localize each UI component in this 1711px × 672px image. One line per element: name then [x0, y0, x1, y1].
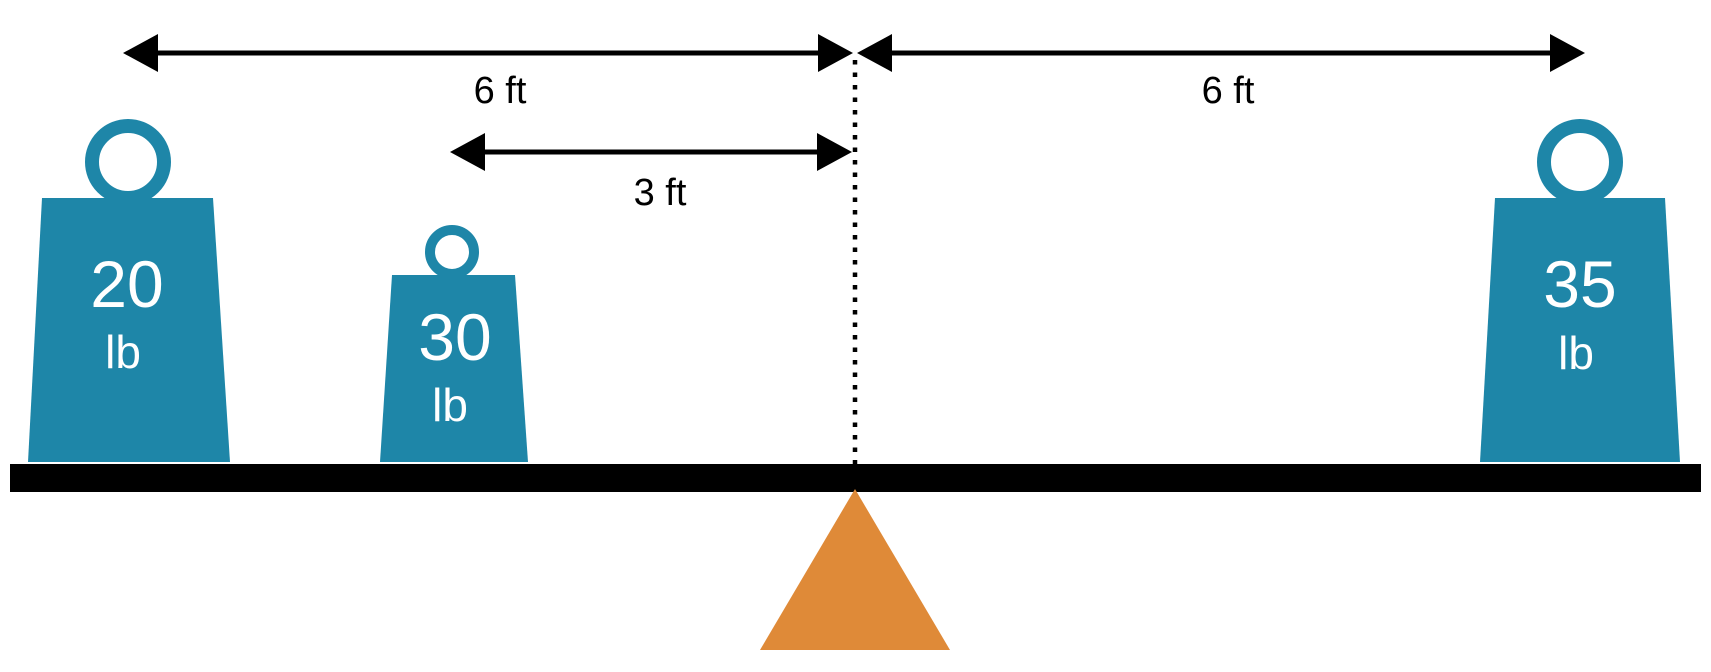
right-span-label: 6 ft: [1202, 70, 1255, 112]
mid-span-arrow: 3 ft: [450, 133, 852, 214]
weight-value-label: 35: [1543, 247, 1616, 321]
weight-ring-icon: [1537, 119, 1623, 205]
weight-20lb: 20 lb: [28, 119, 230, 462]
weight-ring-icon: [85, 119, 171, 205]
weight-value-label: 20: [90, 247, 163, 321]
weight-30lb: 30 lb: [380, 225, 528, 462]
fulcrum-triangle: [760, 489, 950, 650]
arrowhead-left-icon: [450, 133, 485, 171]
arrowhead-left-icon: [123, 34, 158, 72]
balance-beam: [10, 464, 1701, 492]
weight-unit-label: lb: [432, 379, 468, 431]
mid-span-label: 3 ft: [634, 172, 687, 214]
weight-unit-label: lb: [105, 326, 141, 378]
weight-value-label: 30: [418, 300, 491, 374]
arrowhead-right-icon: [1550, 34, 1585, 72]
weight-body: [1480, 198, 1680, 462]
arrowhead-right-icon: [817, 133, 852, 171]
arrowhead-left-icon: [857, 34, 892, 72]
left-span-label: 6 ft: [474, 70, 527, 112]
weight-unit-label: lb: [1558, 327, 1594, 379]
weight-body: [28, 198, 230, 462]
right-span-arrow: 6 ft: [857, 34, 1585, 112]
weight-ring-icon: [425, 225, 479, 279]
arrowhead-right-icon: [818, 34, 853, 72]
weight-body: [380, 275, 528, 462]
left-span-arrow: 6 ft: [123, 34, 853, 112]
weight-35lb: 35 lb: [1480, 119, 1680, 462]
